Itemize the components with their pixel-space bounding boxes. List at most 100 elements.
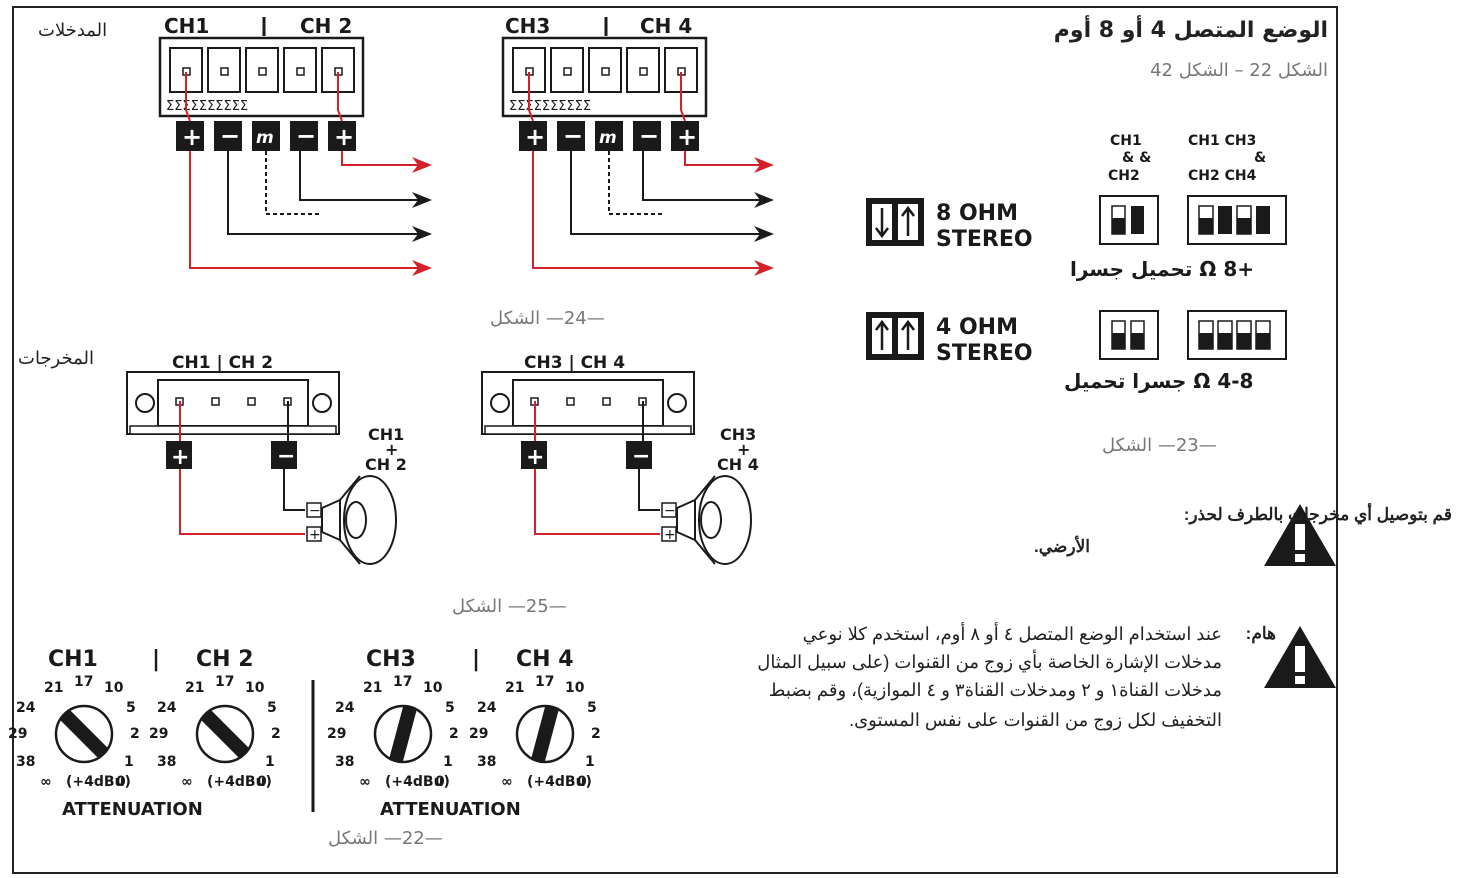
svg-text:10: 10 [104, 680, 124, 696]
svg-text:|: | [152, 647, 160, 672]
svg-text:17: 17 [74, 674, 93, 690]
svg-text:CH 4: CH 4 [717, 455, 759, 474]
svg-text:0: 0 [435, 774, 445, 790]
svg-text:CH 4: CH 4 [516, 647, 574, 672]
svg-text:CH3: CH3 [720, 425, 756, 444]
svg-text:−: − [296, 122, 316, 150]
svg-text:17: 17 [215, 674, 234, 690]
svg-text:−: − [664, 503, 676, 519]
important-line-1: عند استخدام الوضع المتصل ٤ أو ٨ أوم، است… [802, 624, 1222, 644]
svg-text:(+4dBu): (+4dBu) [527, 774, 592, 790]
svg-text:CH3 | CH 4: CH3 | CH 4 [524, 353, 625, 373]
input-ch1-label: CH1 [164, 14, 209, 38]
svg-text:CH 2: CH 2 [365, 455, 407, 474]
svg-text:+: + [664, 527, 676, 543]
svg-text:|: | [472, 647, 480, 672]
svg-text:29: 29 [327, 726, 346, 742]
svg-text:CH1: CH1 [1110, 133, 1142, 149]
svg-text:29: 29 [469, 726, 488, 742]
input-connector-ch3-ch4: ΣΣΣΣΣΣΣΣΣΣ [501, 36, 708, 118]
svg-text:CH3: CH3 [366, 647, 416, 672]
svg-text:1: 1 [585, 754, 595, 770]
svg-text:21: 21 [44, 680, 63, 696]
svg-text:21: 21 [505, 680, 524, 696]
svg-text:1: 1 [265, 754, 275, 770]
svg-text:STEREO: STEREO [936, 227, 1033, 252]
svg-text:4-8 Ω جسرا تحميل: 4-8 Ω جسرا تحميل [1064, 369, 1253, 393]
figure-25-caption: —25— الشكل [452, 596, 567, 617]
svg-text:+: + [525, 123, 545, 151]
svg-text:17: 17 [535, 674, 554, 690]
svg-text:ATTENUATION: ATTENUATION [62, 799, 203, 820]
svg-text:+: + [737, 440, 750, 459]
caution-text: قم بتوصيل أي مخرجات بالطرف لحذر: [1183, 505, 1452, 524]
svg-text:STEREO: STEREO [936, 341, 1033, 366]
svg-text:4 OHM: 4 OHM [936, 315, 1018, 340]
svg-text:+: + [171, 445, 189, 470]
svg-text:38: 38 [477, 754, 496, 770]
svg-text:29: 29 [149, 726, 168, 742]
svg-text:5: 5 [267, 700, 277, 716]
svg-text:2: 2 [591, 726, 601, 742]
figure-22-caption: —22— الشكل [328, 828, 443, 849]
svg-text:CH1 CH3: CH1 CH3 [1188, 133, 1256, 149]
caution-text-2: الأرضي. [1034, 537, 1090, 556]
svg-text:m: m [599, 128, 617, 148]
important-line-4: التخفيف لكل زوج من القنوات على نفس المست… [849, 710, 1222, 730]
important-label: هام: [1245, 624, 1276, 643]
section-title: الوضع المتصل 4 أو 8 أوم [1053, 18, 1328, 43]
svg-text:5: 5 [445, 700, 455, 716]
svg-text:1: 1 [443, 754, 453, 770]
svg-text:38: 38 [16, 754, 35, 770]
svg-text:CH 2: CH 2 [196, 647, 254, 672]
svg-text:∞: ∞ [40, 774, 52, 790]
input-ch3-label: CH3 [505, 14, 550, 38]
svg-text:ΣΣΣΣΣΣΣΣΣΣ: ΣΣΣΣΣΣΣΣΣΣ [166, 99, 248, 114]
svg-text:0: 0 [577, 774, 587, 790]
svg-text:−: − [639, 122, 659, 150]
svg-text:+: + [182, 123, 202, 151]
svg-text:24: 24 [157, 700, 177, 716]
caution-triangle-icon [1264, 504, 1336, 566]
attenuation-panel: CH1 | CH 2 CH3 | CH 4 ATTENUATION ATTENU… [48, 647, 574, 820]
page-frame [12, 6, 1338, 874]
svg-text:38: 38 [157, 754, 176, 770]
svg-text:(+4dBu): (+4dBu) [66, 774, 131, 790]
svg-text:0: 0 [257, 774, 267, 790]
svg-text:2: 2 [271, 726, 281, 742]
svg-text:+: + [677, 123, 697, 151]
svg-text:21: 21 [363, 680, 382, 696]
svg-text:(+4dBu): (+4dBu) [207, 774, 272, 790]
svg-text:0: 0 [116, 774, 126, 790]
svg-text:+: + [309, 527, 321, 543]
dip-switch-panel: CH1 & & CH2 CH1 CH3 & CH2 CH4 8 OHM STER… [866, 133, 1287, 393]
input-ch2-label: CH 2 [300, 14, 352, 38]
important-line-3: مدخلات القناة١ و ٢ ومدخلات القناة٣ و ٤ ا… [768, 680, 1222, 700]
svg-text:& &: & & [1122, 150, 1151, 166]
input-wiring-1 [185, 72, 432, 276]
svg-text:∞: ∞ [359, 774, 371, 790]
output-connector-ch1-ch2: CH1 | CH 2 + − − + CH1 + CH 2 [126, 353, 407, 565]
svg-text:24: 24 [16, 700, 36, 716]
inputs-label: المدخلات [38, 20, 108, 41]
svg-text:∞: ∞ [501, 774, 513, 790]
svg-text:24: 24 [477, 700, 497, 716]
svg-text:8 OHM: 8 OHM [936, 201, 1018, 226]
svg-text:CH2: CH2 [1108, 168, 1140, 184]
svg-text:10: 10 [565, 680, 585, 696]
svg-text:24: 24 [335, 700, 355, 716]
speaker-icon [321, 475, 397, 565]
figure-24-caption: —24— الشكل [490, 308, 605, 329]
svg-text:1: 1 [124, 754, 134, 770]
input-wiring-2 [528, 72, 774, 276]
section-subtitle: الشكل 22 – الشكل 42 [1150, 60, 1328, 81]
svg-text:29: 29 [8, 726, 27, 742]
svg-text:17: 17 [393, 674, 412, 690]
svg-text:CH1: CH1 [48, 647, 98, 672]
